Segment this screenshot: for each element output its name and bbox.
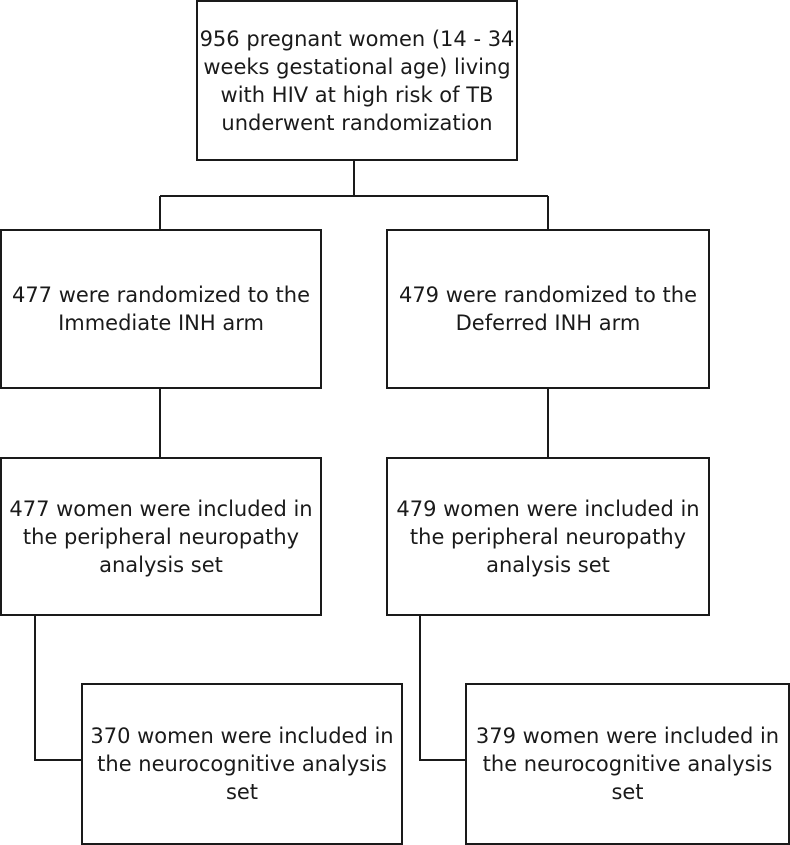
right-arm-text: 479 were randomized to the Deferred INH …: [398, 283, 698, 335]
right-neurocognitive-text: 379 women were included in the neurocogn…: [475, 724, 780, 804]
top-box-enrollment: 956 pregnant women (14 - 34 weeks gestat…: [196, 0, 518, 161]
top-box-text: 956 pregnant women (14 - 34 weeks gestat…: [199, 26, 515, 135]
left-arm-text: 477 were randomized to the Immediate INH…: [11, 283, 311, 335]
right-arm-box: 479 were randomized to the Deferred INH …: [386, 229, 710, 389]
left-neuropathy-text: 477 women were included in the periphera…: [9, 496, 313, 577]
right-neuropathy-text: 479 women were included in the periphera…: [396, 496, 700, 577]
left-arm-box: 477 were randomized to the Immediate INH…: [0, 229, 322, 389]
left-neurocognitive-box: 370 women were included in the neurocogn…: [81, 683, 403, 845]
left-neuropathy-box: 477 women were included in the periphera…: [0, 457, 322, 616]
right-neuropathy-box: 479 women were included in the periphera…: [386, 457, 710, 616]
right-neurocognitive-box: 379 women were included in the neurocogn…: [465, 683, 790, 845]
left-neurocognitive-text: 370 women were included in the neurocogn…: [90, 724, 394, 804]
